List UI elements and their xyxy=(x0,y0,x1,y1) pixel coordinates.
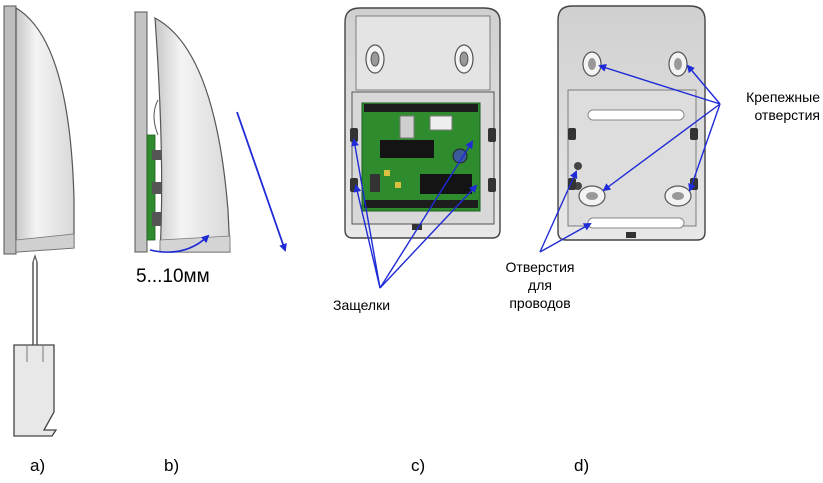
mount-hole-d-top-right xyxy=(668,51,688,77)
direction-arrow-b xyxy=(236,111,287,252)
panel-label-d: d) xyxy=(574,456,590,475)
wire-slot-bottom xyxy=(587,217,685,229)
latch-right-bottom xyxy=(488,178,496,192)
mount-holes-label-line2: отверстия xyxy=(754,107,820,123)
wire-holes-label: Отверстия для проводов xyxy=(494,258,586,312)
mount-hole-c-right xyxy=(454,44,474,74)
gap-dimension-label: 5...10мм xyxy=(136,266,210,287)
mount-hole-d-bottom-left xyxy=(578,185,606,207)
mount-hole-d-top-left xyxy=(582,51,602,77)
pcb-board xyxy=(361,102,481,212)
mount-hole-arrows xyxy=(598,63,721,192)
device-back-view-d xyxy=(557,5,706,241)
panel-label-b: b) xyxy=(164,456,180,475)
panel-label-c: c) xyxy=(411,456,426,475)
latch-left-top xyxy=(350,128,358,142)
mount-hole-d-bottom-right xyxy=(664,185,692,207)
device-side-view-b xyxy=(134,11,231,253)
latches-label: Защелки xyxy=(333,297,391,313)
mount-holes-label: Крепежные отверстия xyxy=(720,88,820,124)
latch-right-top xyxy=(488,128,496,142)
device-front-view-c xyxy=(344,7,501,239)
mount-holes-label-line1: Крепежные xyxy=(746,89,820,105)
wire-hole-arrows xyxy=(539,170,592,253)
gap-arrow xyxy=(149,234,210,253)
device-side-view-a xyxy=(3,5,75,255)
mount-hole-c-left xyxy=(365,44,385,74)
wire-hole-left xyxy=(574,162,582,170)
panel-label-a: a) xyxy=(30,456,46,475)
screwdriver xyxy=(13,254,58,437)
wire-slot-top xyxy=(587,109,685,121)
wire-holes-label-line2: для xyxy=(528,277,552,293)
latch-arrows xyxy=(351,138,478,289)
wire-holes-label-line1: Отверстия xyxy=(505,259,575,275)
wire-holes-label-line3: проводов xyxy=(509,295,571,311)
